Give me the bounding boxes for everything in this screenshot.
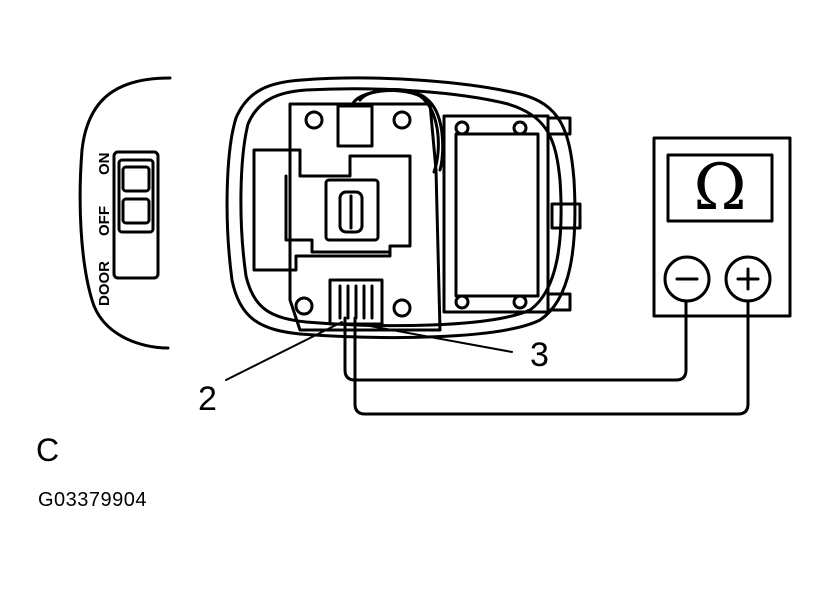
ohm-symbol: Ω <box>693 151 747 225</box>
lamp-inner-outline <box>239 87 563 328</box>
switch-slot <box>117 158 155 234</box>
switch-panel-outline <box>78 76 172 350</box>
inner-wall <box>284 174 390 254</box>
bracket-screw-tr <box>512 120 528 136</box>
bracket-screw-tl <box>454 120 470 136</box>
bulb-socket <box>324 178 380 242</box>
switch-knob-top <box>121 165 151 193</box>
switch-label-off: OFF <box>96 206 113 236</box>
view-letter: C <box>36 432 60 468</box>
negative-test-lead <box>343 299 688 382</box>
screw-bottom-left <box>294 296 314 316</box>
switch-label-door: DOOR <box>96 261 113 306</box>
bulb <box>338 190 364 234</box>
callout-2: 2 <box>198 380 217 418</box>
ohmmeter-body <box>652 136 792 318</box>
tab-top <box>546 116 572 136</box>
bracket-screw-br <box>512 294 528 310</box>
top-switch-block <box>336 104 374 148</box>
switch-knob-bottom <box>121 197 151 225</box>
figure-id: G03379904 <box>38 489 148 511</box>
tab-bottom <box>546 292 572 312</box>
callout-3-leader <box>369 325 513 353</box>
tab-middle <box>550 202 582 230</box>
lamp-outer-outline <box>225 76 577 339</box>
reflector-cutout <box>252 148 412 272</box>
lens-bracket <box>442 114 550 314</box>
callout-2-leader <box>225 321 343 381</box>
ohmmeter-display <box>666 153 774 223</box>
screw-bottom-right <box>392 298 412 318</box>
screw-top-left <box>304 110 324 130</box>
bracket-screw-bl <box>454 294 470 310</box>
lens-bracket-inner <box>454 132 540 298</box>
screw-top-right <box>392 110 412 130</box>
switch-housing <box>112 150 160 280</box>
positive-test-lead <box>353 299 750 416</box>
callout-3: 3 <box>530 336 549 374</box>
switch-label-on: ON <box>96 152 113 176</box>
